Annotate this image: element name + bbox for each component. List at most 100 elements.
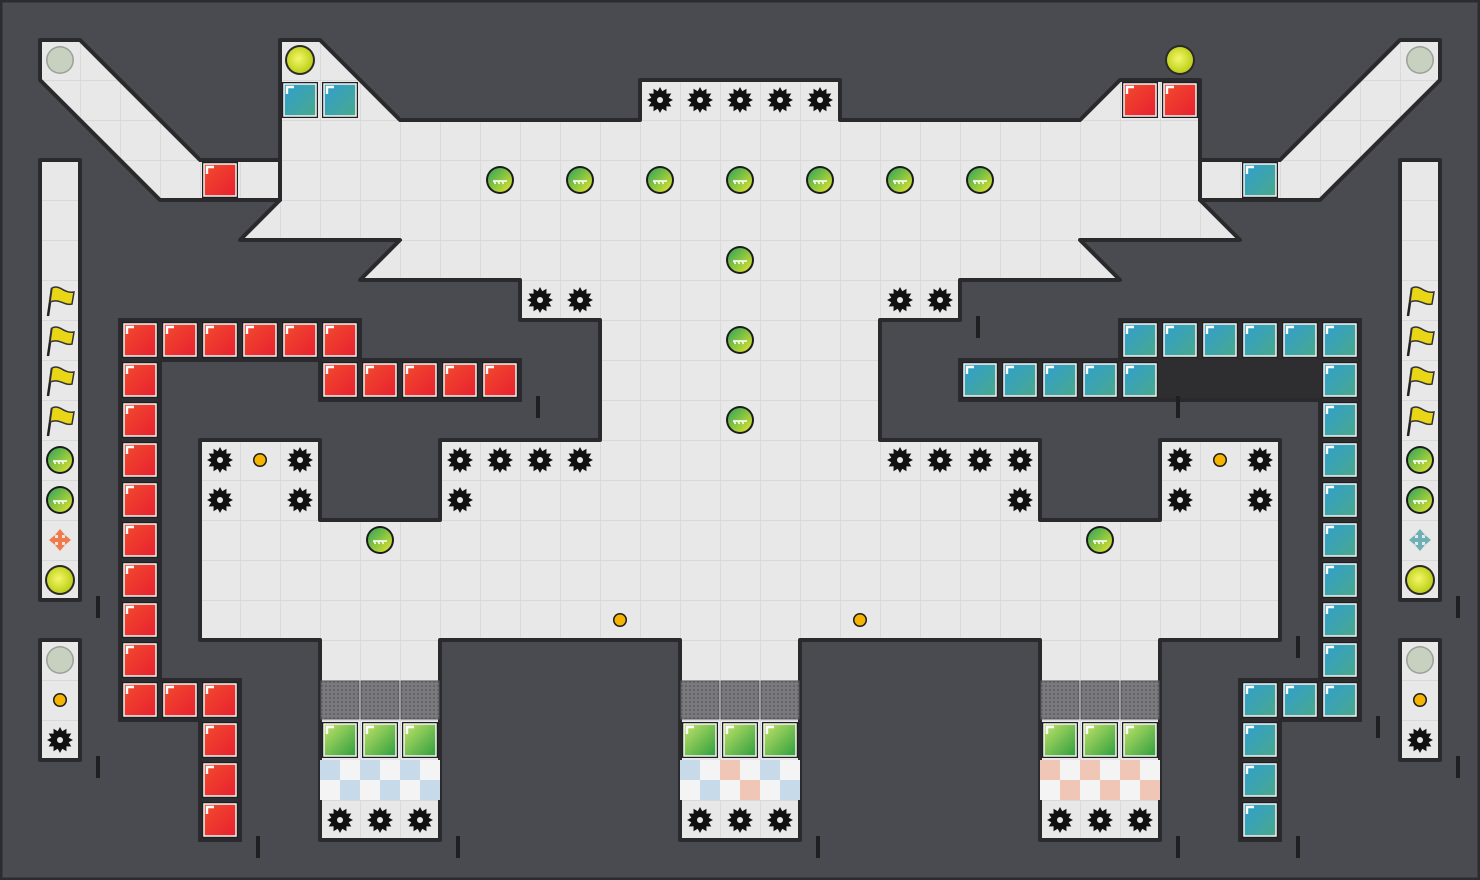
wall-notch bbox=[456, 836, 460, 858]
saw-icon bbox=[487, 447, 513, 473]
checker-tile bbox=[740, 780, 760, 800]
green-gem-icon bbox=[806, 166, 834, 194]
red-block bbox=[202, 162, 238, 198]
flag-icon bbox=[1406, 406, 1435, 437]
blue-block bbox=[1282, 322, 1318, 358]
grate-tile bbox=[760, 680, 800, 720]
move-arrows-icon bbox=[49, 529, 71, 551]
blue-block bbox=[282, 82, 318, 118]
flag-icon bbox=[46, 366, 75, 397]
saw-icon bbox=[1407, 727, 1433, 753]
saw-icon bbox=[887, 447, 913, 473]
green-gem-icon bbox=[1406, 486, 1434, 514]
coin-icon bbox=[613, 613, 627, 627]
checker-tile bbox=[1040, 760, 1060, 780]
green-gem-icon bbox=[1086, 526, 1114, 554]
checker-tile bbox=[360, 780, 380, 800]
red-block bbox=[122, 402, 158, 438]
checker-tile bbox=[760, 780, 780, 800]
checker-tile bbox=[740, 760, 760, 780]
wall-notch bbox=[256, 836, 260, 858]
left-arm-floor bbox=[38, 38, 282, 202]
blue-block bbox=[1242, 762, 1278, 798]
wall-notch bbox=[1296, 836, 1300, 858]
checker-tile bbox=[720, 760, 740, 780]
green-gem-icon bbox=[1406, 446, 1434, 474]
red-block bbox=[122, 442, 158, 478]
red-block bbox=[202, 722, 238, 758]
checker-tile bbox=[780, 780, 800, 800]
red-block bbox=[442, 362, 478, 398]
saw-icon bbox=[527, 447, 553, 473]
green-goal-block bbox=[322, 722, 358, 758]
green-gem-icon bbox=[486, 166, 514, 194]
flag-icon bbox=[1406, 286, 1435, 317]
blue-block bbox=[1322, 482, 1358, 518]
saw-icon bbox=[1127, 807, 1153, 833]
blue-block bbox=[1242, 682, 1278, 718]
checker-tile bbox=[1140, 780, 1160, 800]
green-gem-icon bbox=[46, 486, 74, 514]
red-block bbox=[162, 322, 198, 358]
saw-icon bbox=[287, 447, 313, 473]
green-gem-icon bbox=[726, 406, 754, 434]
coin-icon bbox=[1213, 453, 1227, 467]
checker-tile bbox=[1120, 760, 1140, 780]
coin-icon bbox=[253, 453, 267, 467]
checker-tile bbox=[700, 780, 720, 800]
green-gem-icon bbox=[726, 166, 754, 194]
blue-block bbox=[1322, 642, 1358, 678]
saw-icon bbox=[1167, 447, 1193, 473]
red-block bbox=[202, 762, 238, 798]
grey-gem-icon bbox=[1406, 46, 1434, 74]
green-gem-icon bbox=[726, 246, 754, 274]
saw-icon bbox=[767, 807, 793, 833]
wall-notch bbox=[1456, 596, 1460, 618]
saw-icon bbox=[1047, 807, 1073, 833]
blue-block bbox=[1322, 522, 1358, 558]
saw-icon bbox=[207, 447, 233, 473]
checker-tile bbox=[1140, 760, 1160, 780]
blue-block bbox=[1322, 442, 1358, 478]
yellow-gem-icon bbox=[1165, 45, 1195, 75]
blue-block bbox=[1162, 322, 1198, 358]
checker-tile bbox=[320, 760, 340, 780]
flag-icon bbox=[46, 326, 75, 357]
flag-icon bbox=[1406, 326, 1435, 357]
red-block bbox=[202, 682, 238, 718]
red-block bbox=[122, 522, 158, 558]
red-block bbox=[282, 322, 318, 358]
blue-block bbox=[1282, 682, 1318, 718]
green-goal-block bbox=[1122, 722, 1158, 758]
green-gem-icon bbox=[886, 166, 914, 194]
checker-tile bbox=[1120, 780, 1140, 800]
red-block bbox=[122, 602, 158, 638]
checker-tile bbox=[380, 760, 400, 780]
red-block bbox=[242, 322, 278, 358]
red-block bbox=[1162, 82, 1198, 118]
saw-icon bbox=[927, 447, 953, 473]
red-block bbox=[402, 362, 438, 398]
green-gem-icon bbox=[646, 166, 674, 194]
blue-block bbox=[1042, 362, 1078, 398]
checker-tile bbox=[1060, 780, 1080, 800]
grate-tile bbox=[400, 680, 440, 720]
wall-notch bbox=[1376, 716, 1380, 738]
green-goal-block bbox=[722, 722, 758, 758]
saw-icon bbox=[887, 287, 913, 313]
blue-block bbox=[962, 362, 998, 398]
grate-tile bbox=[360, 680, 400, 720]
red-block bbox=[482, 362, 518, 398]
flag-icon bbox=[46, 286, 75, 317]
wall-notch bbox=[1456, 756, 1460, 778]
red-block bbox=[122, 682, 158, 718]
saw-icon bbox=[967, 447, 993, 473]
green-goal-block bbox=[1082, 722, 1118, 758]
saw-icon bbox=[527, 287, 553, 313]
saw-icon bbox=[727, 807, 753, 833]
saw-icon bbox=[687, 807, 713, 833]
checker-tile bbox=[1080, 760, 1100, 780]
saw-icon bbox=[327, 807, 353, 833]
saw-icon bbox=[727, 87, 753, 113]
